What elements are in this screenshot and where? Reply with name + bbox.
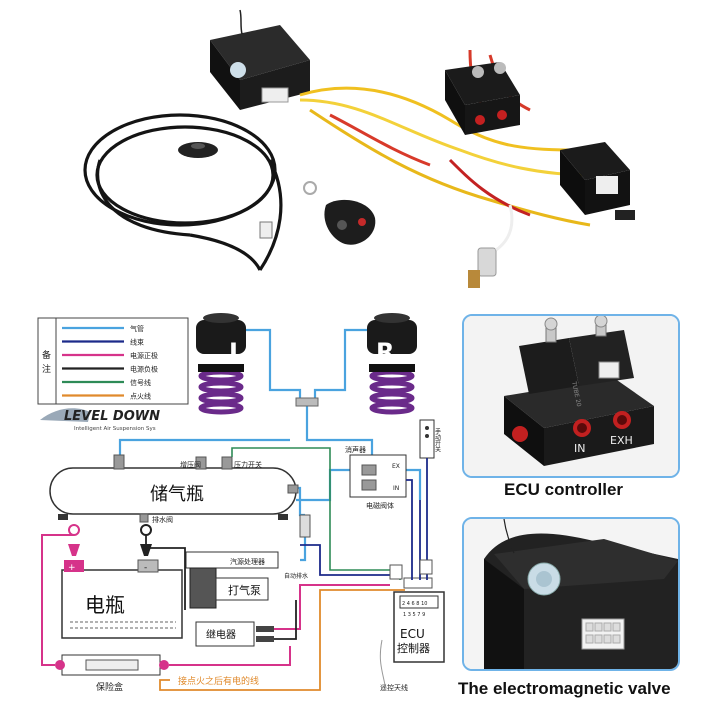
legend-label-0: 气管: [130, 324, 144, 333]
kit-product-photo: [83, 9, 635, 288]
electromagnetic-valve-inset: [462, 517, 680, 671]
ecu-box-photo: [210, 25, 310, 110]
harness-wires: [300, 458, 428, 580]
inline-switch-photo: [178, 142, 218, 158]
ecu-label-1: ECU: [400, 627, 425, 641]
legend-label-1: 线束: [130, 338, 144, 347]
ignition-wires: [159, 589, 405, 691]
ecu-label-2: 控制器: [397, 641, 430, 655]
ex-label: EX: [392, 463, 400, 470]
relay: 继电器: [195, 621, 274, 647]
solenoid-valve-photo: [445, 62, 520, 135]
air-tank: 储气瓶: [49, 467, 297, 520]
legend-side-label-1: 备: [42, 349, 51, 361]
relay-label: 继电器: [206, 628, 236, 641]
solenoid-valve-body-label: 电磁阀体: [366, 501, 394, 510]
pressure-switch-fitting: 压力开关: [221, 456, 262, 470]
pressure-valve-fitting: 增压阀: [113, 454, 207, 470]
ecu-pins-bottom: 1 3 5 7 9: [403, 612, 425, 618]
remote-antenna-label: 遥控天线: [380, 683, 408, 692]
brand-logo: LEVEL DOWN Intelligent Air Suspension Sy…: [40, 408, 160, 432]
ecu-controller-inset: IN EXH TUBE 20: [462, 314, 680, 478]
ecu-pins-top: 2 4 6 8 10: [402, 601, 427, 607]
ignition-note: 接点火之后有电的线: [178, 675, 259, 687]
fuse-box: 保险盒: [55, 654, 169, 693]
manual-switch-label: 手动开关: [434, 427, 441, 453]
battery: + - 电瓶: [61, 559, 183, 639]
tank-label: 储气瓶: [150, 484, 204, 505]
brand-name: LEVEL DOWN: [64, 409, 160, 424]
brand-tagline: Intelligent Air Suspension Sys: [74, 426, 156, 432]
legend-label-4: 信号线: [130, 378, 151, 387]
relay-photo: [560, 142, 635, 220]
svg-text:-: -: [144, 563, 147, 573]
pressure-switch-photo: [468, 204, 514, 288]
air-bag-right: R: [367, 313, 417, 415]
air-bag-right-label: R: [376, 338, 394, 366]
solenoid-block-photo: IN EXH TUBE 20: [464, 316, 678, 476]
air-bag-left-label: L: [229, 338, 244, 366]
drain-valve-fitting: 排水阀: [139, 513, 173, 524]
air-processor-label: 汽源处理器: [230, 557, 265, 566]
auto-drain-label: 自动排水: [284, 572, 308, 580]
pressure-valve-label: 增压阀: [180, 460, 201, 469]
in-label: IN: [393, 485, 399, 492]
inset-in-label: IN: [574, 442, 585, 455]
ecu-controller: 2 4 6 8 10 1 3 5 7 9 ECU 控制器: [393, 577, 445, 663]
svg-text:+: +: [68, 563, 76, 573]
caption-electromagnetic-valve: The electromagnetic valve: [458, 679, 671, 698]
legend-side-label-2: 注: [42, 363, 51, 375]
manual-switch: 手动开关: [419, 419, 441, 459]
muffler-label: 消声器: [345, 445, 366, 454]
ecu-box-closeup-photo: [464, 519, 678, 669]
filter-fitting: [299, 514, 311, 538]
negative-wires: [145, 535, 297, 640]
drain-valve-label: 排水阀: [152, 515, 173, 524]
remote-fob-photo: [303, 181, 376, 245]
pressure-switch-label: 压力开关: [234, 460, 262, 469]
legend-label-5: 点火线: [130, 392, 151, 401]
solenoid-valve-body: 消声器 EX IN 电磁阀体: [345, 445, 407, 510]
pump-label: 打气泵: [228, 583, 261, 597]
battery-label: 电瓶: [85, 593, 125, 617]
legend-label-3: 电源负极: [130, 365, 158, 374]
caption-ecu-controller: ECU controller: [504, 480, 624, 499]
air-processor: 汽源处理器 自动排水: [185, 551, 308, 580]
positive-wires: [41, 534, 390, 666]
inset-exh-label: EXH: [610, 434, 633, 447]
air-pump: 打气泵: [189, 567, 269, 609]
legend-label-2: 电源正极: [130, 351, 158, 360]
fuse-box-label: 保险盒: [96, 681, 123, 693]
tee-fitting: [295, 397, 319, 407]
air-bag-left: L: [196, 313, 246, 415]
